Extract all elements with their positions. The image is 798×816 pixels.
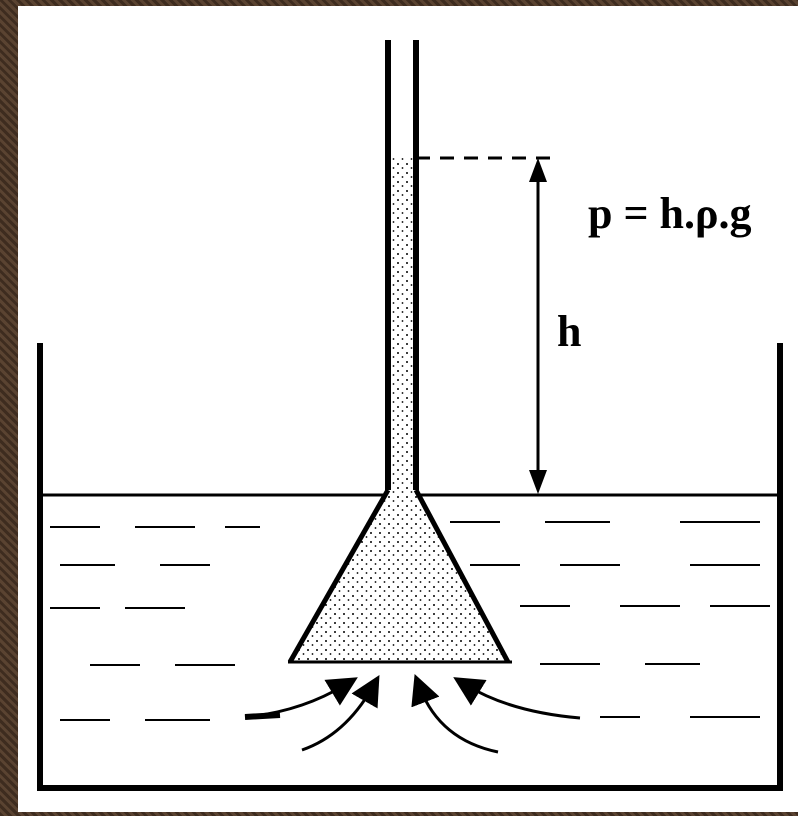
water-inflow-arrows: [244, 674, 581, 754]
container-outline: [37, 343, 783, 791]
water-dashes: [50, 521, 770, 721]
inflow-arrow-tail: [244, 712, 281, 720]
height-arrow-top: [529, 158, 547, 182]
solution-fill: [292, 157, 505, 660]
height-label: h: [557, 307, 582, 356]
funnel-wall-left: [287, 488, 391, 664]
height-arrow-bottom: [529, 470, 547, 494]
pressure-formula: p = h.ρ.g: [588, 189, 752, 238]
funnel-wall-right: [413, 488, 511, 664]
